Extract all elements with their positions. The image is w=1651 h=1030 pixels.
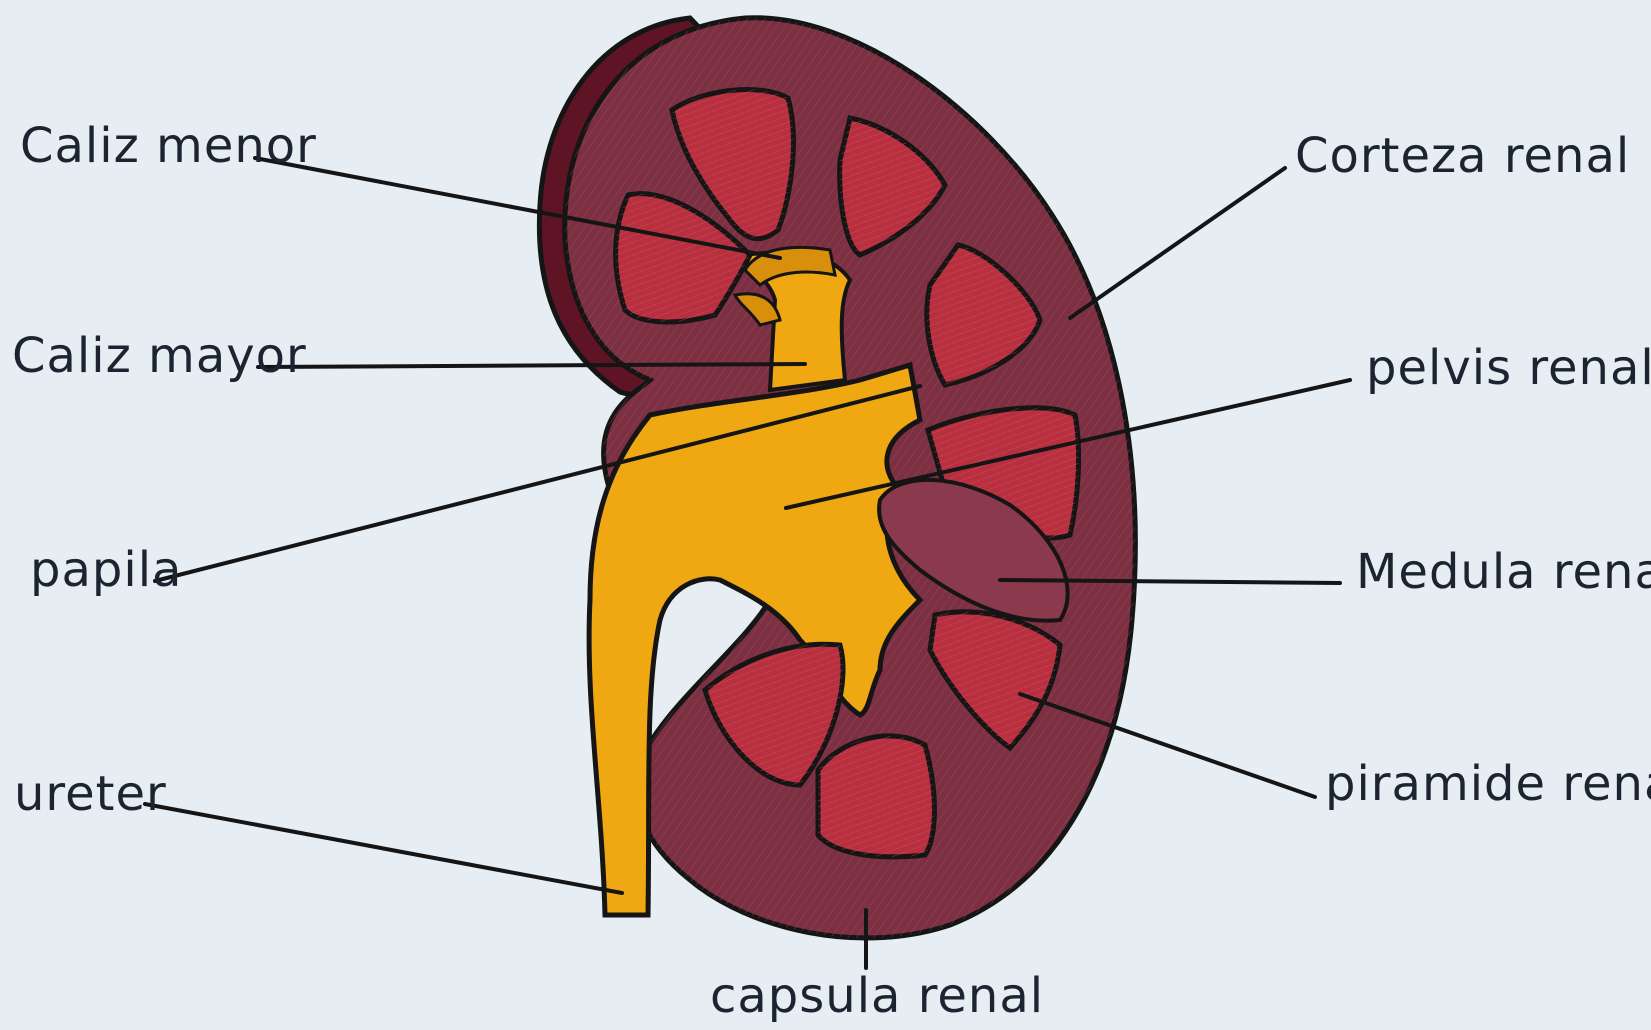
label-piramide-renal: piramide renal (1325, 756, 1651, 812)
label-papila: papila (30, 542, 182, 598)
label-caliz-mayor: Caliz mayor (12, 328, 307, 384)
label-pelvis-renal: pelvis renal (1366, 340, 1651, 396)
label-medula-renal: Medula renal (1356, 544, 1651, 600)
label-caliz-menor: Caliz menor (20, 118, 317, 174)
label-capsula-renal: capsula renal (710, 968, 1044, 1024)
label-corteza-renal: Corteza renal (1295, 128, 1630, 184)
label-ureter: ureter (14, 766, 167, 822)
